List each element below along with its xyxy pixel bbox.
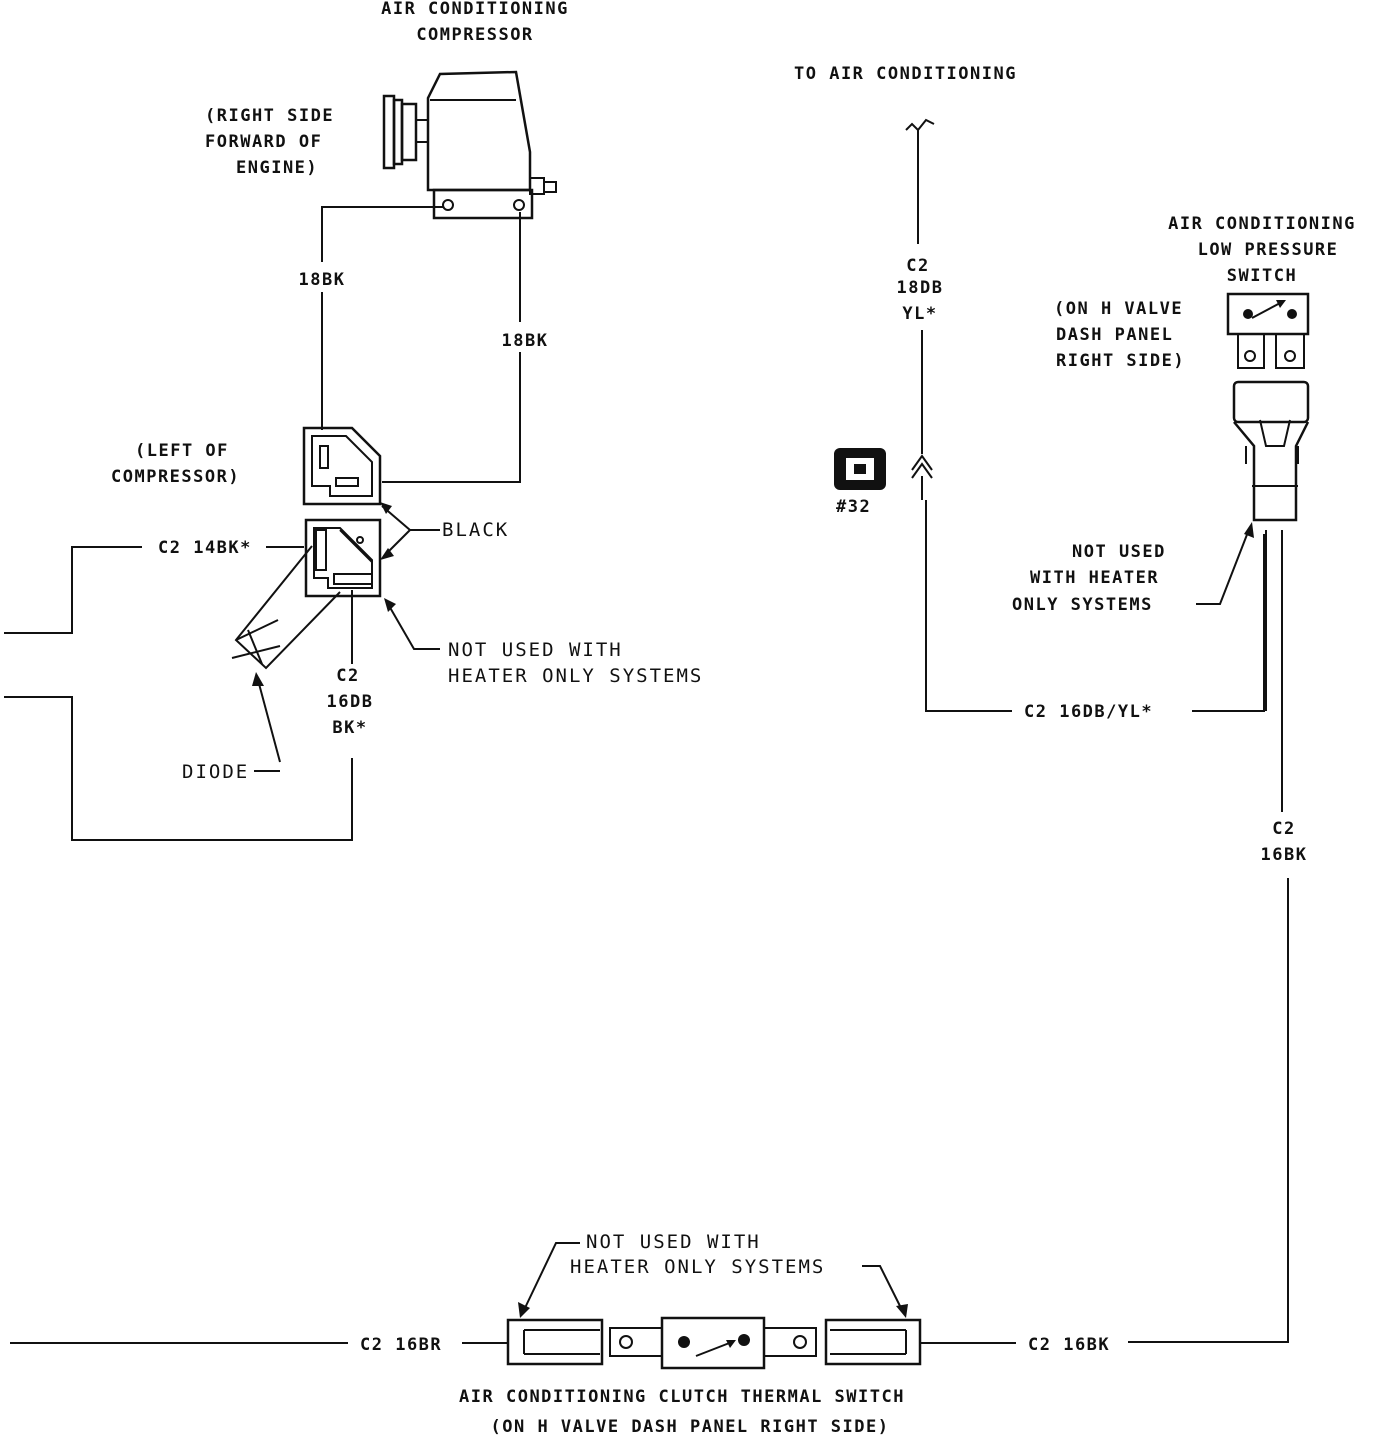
clutch-thermal-switch: C2 16BR C2 16BK NOT USED WITH <box>10 1231 1110 1437</box>
connector-chevron-icon <box>911 454 933 471</box>
lps-harness-plug <box>1232 380 1310 812</box>
not-used-callout-left: NOT USED WITH HEATER ONLY SYSTEMS <box>384 598 703 687</box>
compressor-wiring: 18BK 18BK <box>299 206 549 483</box>
compressor-title-line2: COMPRESSOR <box>416 25 533 45</box>
wire-label-c2-16bk-line2: 16BK <box>1261 845 1308 865</box>
compressor-title-line1: AIR CONDITIONING <box>381 0 569 19</box>
lps-location-line2: DASH PANEL <box>1056 325 1173 345</box>
ac-compressor: AIR CONDITIONING COMPRESSOR (RIGHT SIDE … <box>205 0 569 220</box>
wire-label-c2-16bk-line1: C2 <box>1272 819 1295 839</box>
wire-label-ac-feed-line1: C2 <box>906 256 929 276</box>
wire-label-ac-feed-line2: 18DB <box>897 278 944 298</box>
connector-location-line2: COMPRESSOR) <box>111 467 240 487</box>
compressor-location-line1: (RIGHT SIDE <box>205 106 334 126</box>
thermal-left-connector <box>506 1318 604 1366</box>
diode-label: DIODE <box>182 761 249 783</box>
thermal-right-connector <box>824 1318 922 1366</box>
wire-label-ac-feed-line3: YL* <box>902 304 937 324</box>
thermal-not-used-callout: NOT USED WITH HEATER ONLY SYSTEMS <box>518 1231 908 1318</box>
wire-label-c2-16db-line1: C2 <box>336 666 359 686</box>
connector-location-line1: (LEFT OF <box>135 441 229 461</box>
wire-label-left-18bk: 18BK <box>299 270 346 290</box>
wire-label-c2-16bk-bottom: C2 16BK <box>1028 1335 1110 1355</box>
lps-title-line3: SWITCH <box>1227 266 1297 286</box>
not-used-line1: NOT USED WITH <box>448 639 623 661</box>
connector-left-of-compressor: (LEFT OF COMPRESSOR) BLACK <box>111 426 703 783</box>
lps-title-line2: LOW PRESSURE <box>1198 240 1339 260</box>
lps-not-used-callout: NOT USED WITH HEATER ONLY SYSTEMS <box>1012 522 1254 615</box>
switch-contact-icon <box>1226 292 1310 369</box>
compressor-location-line2: FORWARD OF <box>205 132 322 152</box>
lps-not-used-line3: ONLY SYSTEMS <box>1012 595 1153 615</box>
wire-label-c2-16db-line2: 16DB <box>327 692 374 712</box>
wire-label-c2-16db-line3: BK* <box>332 718 367 738</box>
to-ac-label: TO AIR CONDITIONING <box>794 64 1017 84</box>
left-feed-wiring: C2 14BK* C2 16DB BK* <box>4 538 374 841</box>
to-air-conditioning-feed: TO AIR CONDITIONING C2 18DB YL* C2 16DB/… <box>794 64 1265 722</box>
connector-32-icon: #32 <box>834 448 886 517</box>
compressor-body <box>426 70 557 220</box>
wire-label-c2-16db-yl: C2 16DB/YL* <box>1024 702 1153 722</box>
wire-label-c2-14bk: C2 14BK* <box>158 538 252 558</box>
compressor-pulley-icon <box>382 94 428 170</box>
lps-title-line1: AIR CONDITIONING <box>1168 214 1356 234</box>
thermal-switch-body <box>609 1316 817 1370</box>
black-label: BLACK <box>442 519 509 541</box>
thermal-not-used-line2: HEATER ONLY SYSTEMS <box>570 1256 825 1278</box>
thermal-not-used-line1: NOT USED WITH <box>586 1231 761 1253</box>
black-callout: BLACK <box>380 502 509 560</box>
lps-location-line1: (ON H VALVE <box>1054 299 1183 319</box>
lps-not-used-line1: NOT USED <box>1072 542 1166 562</box>
connector-32-label: #32 <box>836 497 871 517</box>
not-used-line2: HEATER ONLY SYSTEMS <box>448 665 703 687</box>
thermal-switch-title: AIR CONDITIONING CLUTCH THERMAL SWITCH <box>459 1387 905 1407</box>
lps-location-line3: RIGHT SIDE) <box>1056 351 1185 371</box>
compressor-location-line3: ENGINE) <box>236 158 318 178</box>
thermal-switch-location: (ON H VALVE DASH PANEL RIGHT SIDE) <box>491 1417 890 1437</box>
lower-connector <box>304 518 382 598</box>
lps-not-used-line2: WITH HEATER <box>1030 568 1159 588</box>
upper-connector <box>302 426 382 506</box>
wire-label-right-18bk: 18BK <box>502 331 549 351</box>
diode-icon: DIODE <box>182 545 341 783</box>
wire-label-c2-16br: C2 16BR <box>360 1335 442 1355</box>
low-pressure-switch: AIR CONDITIONING LOW PRESSURE SWITCH (ON… <box>1012 214 1356 1343</box>
